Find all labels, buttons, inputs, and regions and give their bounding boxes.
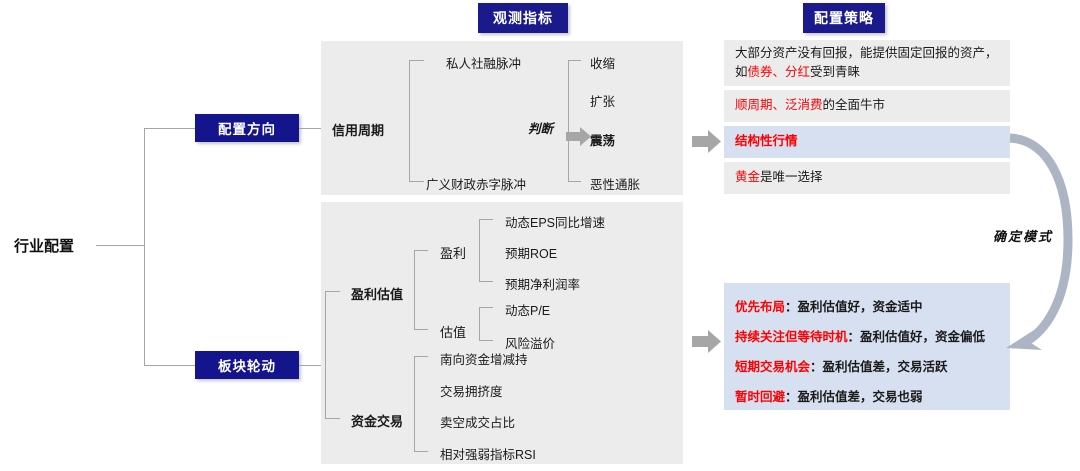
profit-items-bracket: [479, 219, 480, 281]
capital-item: 南向资金增减持: [440, 353, 528, 367]
capital-items-bracket: [414, 356, 415, 451]
allocation-strategy-arrow-icon: [692, 130, 721, 153]
rotation-strategy-row: 短期交易机会：盈利估值差，交易活跃: [735, 356, 948, 375]
valuation-item: 动态P/E: [505, 304, 551, 318]
credit-indicator-item: 私人社融脉冲: [446, 57, 522, 71]
rotation-strategy-row: 持续关注但等待时机：盈利估值好，资金偏低: [735, 326, 985, 345]
root-spine: [144, 128, 145, 365]
connector-direction-to-panel: [299, 128, 331, 129]
valuation-items-bracket: [479, 307, 480, 340]
capital-item: 卖空成交占比: [440, 416, 516, 430]
profit-item: 预期净利润率: [505, 278, 581, 292]
allocation-strategy-row-highlighted: 结构性行情: [724, 126, 1010, 158]
capital-item: 交易拥挤度: [440, 385, 503, 399]
branch-node-allocation-direction[interactable]: 配置方向: [195, 114, 299, 142]
credit-state-tick-1: [568, 60, 581, 61]
panel-credit-cycle: [321, 41, 683, 195]
rotation-strategy-tag: 暂时回避: [735, 390, 786, 404]
valuation-items-tick-1: [479, 307, 493, 308]
capital-trading-title: 资金交易: [351, 414, 404, 429]
branch-node-sector-rotation[interactable]: 板块轮动: [195, 351, 299, 379]
profit-item: 预期ROE: [505, 247, 558, 261]
header-observation-indicators: 观测指标: [478, 3, 568, 33]
rotation-strategy-tag: 持续关注但等待时机: [735, 330, 848, 344]
capital-items-tick-2: [414, 451, 428, 452]
strategy-line-accent: 黄金: [735, 170, 761, 185]
valuation-group-bracket: [414, 250, 415, 329]
credit-indicator-item: 广义财政赤字脉冲: [426, 178, 527, 192]
panel2-tick-valuation: [325, 291, 340, 292]
rotation-strategy-desc: ：盈利估值差，交易也弱: [785, 390, 923, 404]
connector-rotation-to-panel: [299, 365, 331, 366]
profit-item: 动态EPS同比增速: [505, 216, 606, 230]
strategy-line-text: 的全面牛市: [822, 98, 886, 113]
root-label: 行业配置: [14, 238, 75, 255]
allocation-strategy-row: 顺周期、泛消费的全面牛市: [724, 90, 1010, 122]
root-connector-stub: [96, 245, 144, 246]
rotation-strategy-tag: 优先布局: [735, 300, 786, 314]
rotation-strategy-arrow-icon: [692, 330, 721, 353]
strategy-line-text: 如: [735, 65, 748, 79]
profit-items-tick-1: [479, 219, 493, 220]
rotation-strategy-desc: ：盈利估值差，交易活跃: [810, 360, 948, 374]
strategy-line-text: 是唯一选择: [760, 170, 823, 185]
strategy-line-accent: 顺周期、泛消费: [735, 98, 823, 113]
feedback-arrow-label: 确定模式: [993, 229, 1054, 244]
strategy-line-text: 大部分资产没有回报，能提供固定回报的资产，: [735, 45, 998, 60]
rotation-strategy-panel: [724, 283, 1010, 410]
header-allocation-strategy: 配置策略: [803, 3, 885, 33]
judge-label: 判断: [528, 122, 554, 136]
capital-item: 相对强弱指标RSI: [440, 448, 536, 462]
valuation-group-label: 估值: [440, 325, 467, 340]
credit-state-item: 恶性通胀: [590, 178, 641, 192]
rotation-strategy-row: 优先布局：盈利估值好，资金适中: [735, 296, 923, 315]
valuation-group-label: 盈利: [440, 246, 467, 261]
credit-indicator-tick-1: [409, 60, 424, 61]
valuation-group-tick-2: [414, 329, 428, 330]
panel-valuation-capital: [321, 202, 683, 464]
credit-indicator-tick-2: [409, 181, 424, 182]
rotation-strategy-row: 暂时回避：盈利估值差，交易也弱: [735, 386, 923, 405]
rotation-strategy-desc: ：盈利估值好，资金适中: [785, 300, 923, 314]
credit-indicator-bracket: [409, 60, 410, 181]
credit-state-item: 收缩: [590, 57, 616, 71]
strategy-line-text: 受到青睐: [810, 65, 861, 79]
strategy-line-accent: 债券、分红: [747, 65, 811, 79]
panel2-tick-capital: [325, 418, 340, 419]
panel2-spine: [325, 291, 326, 418]
credit-cycle-title: 信用周期: [332, 123, 385, 138]
credit-state-bracket: [568, 60, 569, 181]
rotation-strategy-tag: 短期交易机会: [735, 360, 811, 374]
branch-connector-bottom: [144, 365, 195, 366]
branch-connector-top: [144, 128, 195, 129]
strategy-line-accent: 结构性行情: [735, 134, 798, 149]
credit-state-item: 扩张: [590, 95, 616, 109]
credit-state-item-highlighted: 震荡: [590, 134, 616, 148]
rotation-strategy-desc: ：盈利估值好，资金偏低: [847, 330, 986, 344]
valuation-item: 风险溢价: [505, 337, 556, 351]
capital-items-tick-1: [414, 356, 428, 357]
profit-items-tick-2: [479, 281, 493, 282]
valuation-items-tick-2: [479, 340, 493, 341]
valuation-title: 盈利估值: [351, 287, 404, 302]
credit-state-tick-2: [568, 181, 581, 182]
valuation-group-tick-1: [414, 250, 428, 251]
allocation-strategy-row: 大部分资产没有回报，能提供固定回报的资产， 如债券、分红受到青睐: [724, 40, 1010, 86]
allocation-strategy-row: 黄金是唯一选择: [724, 162, 1010, 194]
